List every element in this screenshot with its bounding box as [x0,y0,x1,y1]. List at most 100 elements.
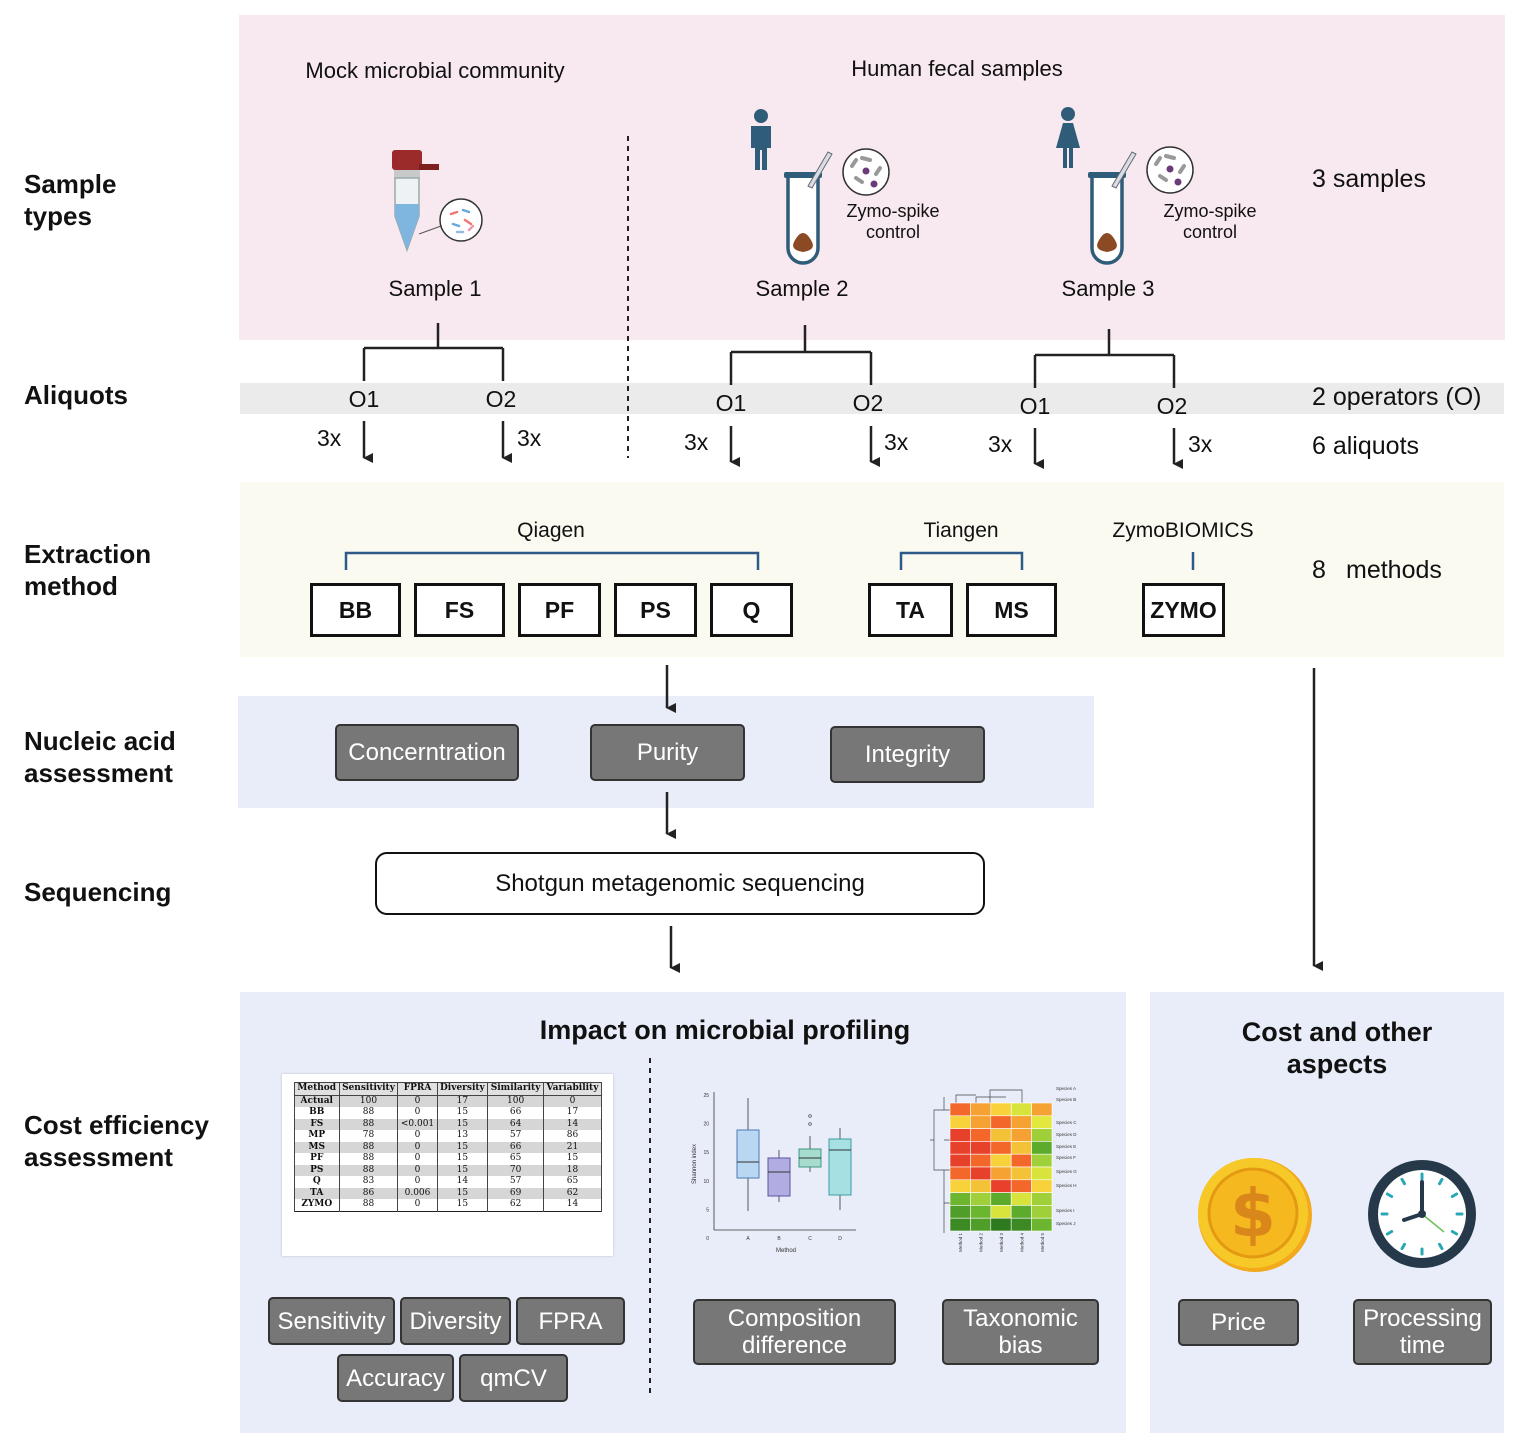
table-cell: 66 [487,1141,544,1153]
table-cell: 88 [338,1118,399,1130]
heatmap-cell [1031,1166,1053,1181]
table-cell: BB [294,1107,340,1119]
table-header-cell: FPRA [397,1082,438,1096]
table-cell: 88 [338,1199,399,1211]
table-cell: <0.001 [397,1118,438,1130]
heatmap-cell [949,1141,971,1155]
table-cell: 15 [542,1153,603,1165]
heatmap-cell [990,1192,1012,1206]
mock-community-heading: Mock microbial community [305,58,565,83]
sample-1-label: Sample 1 [388,276,482,301]
boxplot-box-b [767,1150,791,1202]
method-box-q: Q [710,583,793,637]
heatmap-cell [1010,1128,1032,1142]
heatmap-species-label: Species E [1056,1144,1076,1149]
boxplot-ytick: 25 [703,1093,709,1099]
boxplot-box-a [736,1098,760,1211]
table-cell: 18 [542,1164,603,1176]
table-cell: MP [294,1130,340,1142]
method-box-pf: PF [518,583,601,637]
heatmap-cell [949,1192,971,1206]
table-cell: 0 [397,1107,438,1119]
method-box-ps: PS [614,583,697,637]
taxonomic-bias-box: Taxonomic bias [942,1299,1099,1365]
boxplot-box-d [828,1128,852,1210]
heatmap-cell [1010,1205,1032,1219]
row-label-sequencing: Sequencing [24,877,172,907]
cost-title: Cost and other aspects [1241,1017,1433,1079]
heatmap-cell [1031,1115,1053,1129]
metric-accuracy: Accuracy [337,1354,454,1402]
method-box-zymo: ZYMO [1142,583,1225,637]
table-cell: Q [294,1176,340,1188]
table-cell: 15 [436,1141,489,1153]
boxplot-xtick: C [808,1236,812,1242]
table-cell: 0 [397,1164,438,1176]
table-cell: 86 [338,1187,399,1199]
heatmap-species-label: Species J [1056,1221,1076,1226]
operator-o2-sample-3: O2 [1156,393,1188,419]
table-cell: MS [294,1141,340,1153]
heatmap-cell [1031,1128,1053,1142]
table-cell: 17 [542,1107,603,1119]
heatmap-cell [1010,1179,1032,1193]
heatmap-cell [1031,1141,1053,1155]
heatmap-cell [1031,1192,1053,1206]
table-cell: 57 [487,1176,544,1188]
woman-icon [1056,107,1080,168]
fecal-tube-icon-2 [784,148,890,265]
heatmap-cell [970,1115,992,1129]
concentration-box: Concerntration [335,724,519,781]
extraction-brackets [344,551,1195,570]
heatmap-cell [990,1115,1012,1129]
table-cell: Actual [294,1095,340,1107]
rep-label: 3x [317,425,342,451]
heatmap-cell [1031,1153,1053,1168]
table-cell: 88 [338,1107,399,1119]
table-cell: TA [294,1187,340,1199]
table-cell: FS [294,1118,340,1130]
heatmap-cell [1010,1153,1032,1168]
integrity-box: Integrity [830,726,985,783]
rep-label: 3x [988,431,1013,457]
heatmap-cell [990,1179,1012,1193]
method-box-bb: BB [310,583,401,637]
samples-count: 3 samples [1312,165,1426,193]
row-label-cost-efficiency: Cost efficiency assessment [24,1110,209,1172]
aliquot-brackets [362,323,1176,388]
heatmap-cell [949,1217,971,1232]
group-qiagen: Qiagen [517,519,585,542]
table-cell: 0 [397,1095,438,1107]
heatmap-cell [970,1128,992,1142]
heatmap-method-label: Method 1 [958,1233,963,1252]
heatmap-cell [949,1205,971,1219]
operator-o1-sample-2: O1 [715,390,747,416]
table-cell: 78 [338,1130,399,1142]
table-cell: 69 [487,1187,544,1199]
boxplot-ytick: 0 [706,1236,709,1242]
heatmap-species-label: Species G [1056,1169,1077,1174]
table-cell: 14 [436,1176,489,1188]
table-cell: 15 [436,1107,489,1119]
heatmap-cell [1010,1141,1032,1155]
heatmap-cell [949,1166,971,1181]
table-cell: 88 [338,1141,399,1153]
impact-title: Impact on microbial profiling [539,1015,911,1045]
heatmap-cell [949,1153,971,1168]
heatmap-cell [990,1166,1012,1181]
fecal-samples-heading: Human fecal samples [851,56,1063,81]
fecal-tube-icon-3 [1088,146,1194,265]
boxplot-xtick: D [838,1236,842,1242]
aliquot-arrows [362,421,1183,469]
rep-label: 3x [884,429,909,455]
table-cell: 70 [487,1164,544,1176]
metric-fpra: FPRA [516,1297,625,1345]
purity-box: Purity [590,724,745,781]
heatmap-cell [1031,1102,1053,1117]
methods-count-word: methods [1346,556,1442,584]
